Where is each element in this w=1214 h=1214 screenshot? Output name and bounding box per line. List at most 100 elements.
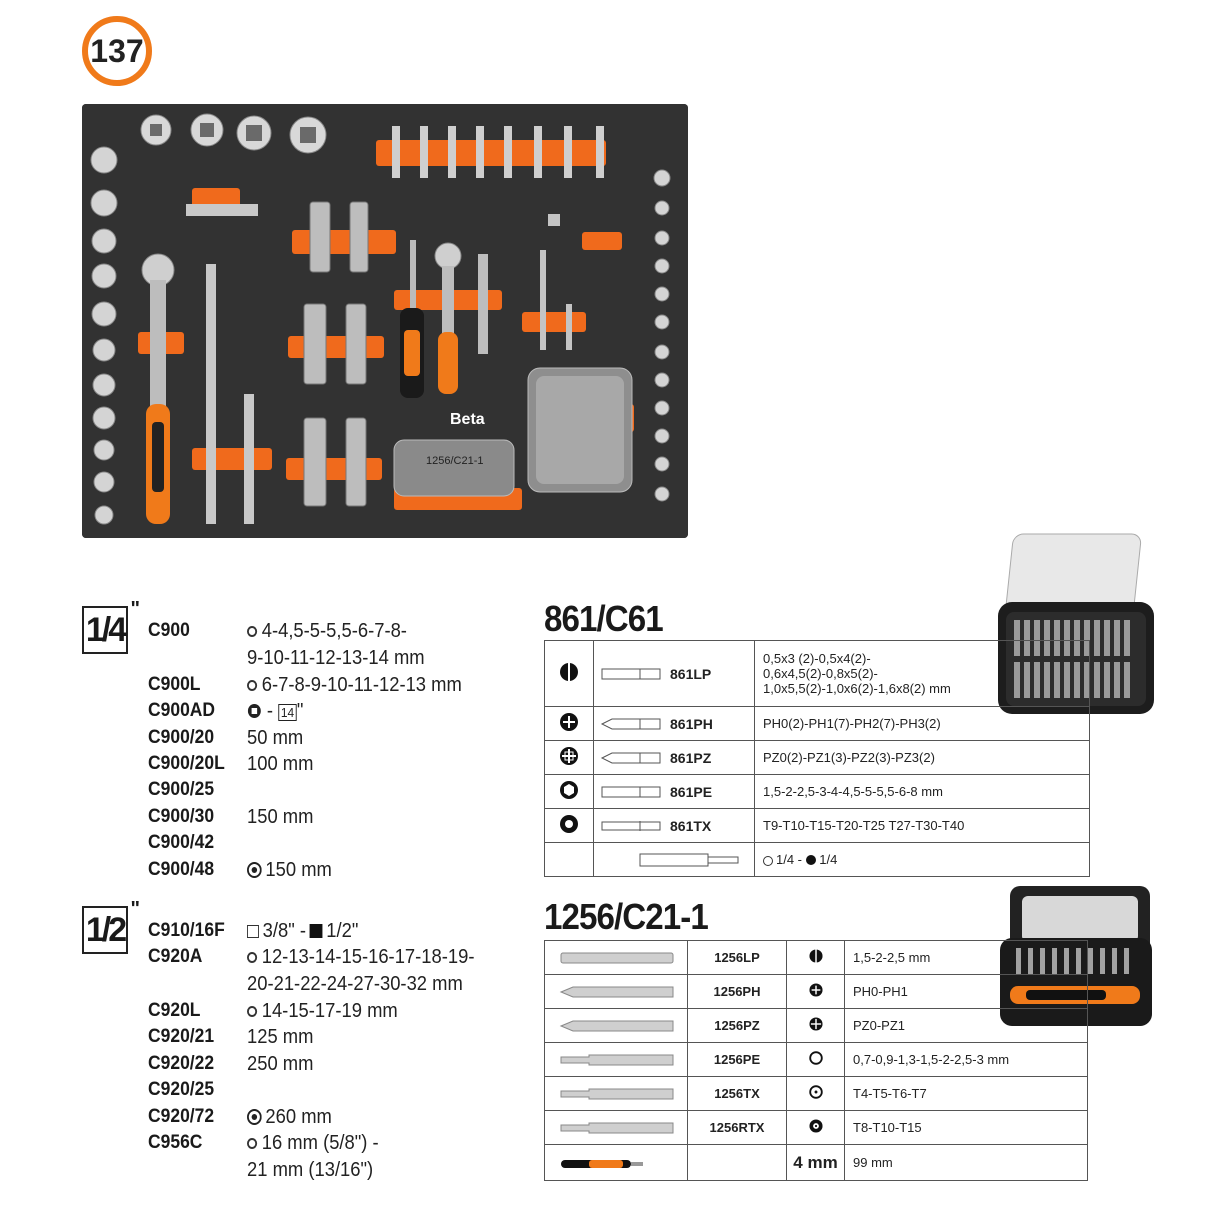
set-861-title: 861/C61 <box>544 598 664 639</box>
hex-icon <box>560 781 578 799</box>
value-c900-20: 50 mm <box>247 727 304 749</box>
right-socket-column <box>653 169 671 502</box>
code-c920-21: C920/21 <box>148 1026 215 1047</box>
square-filled-icon <box>309 924 323 938</box>
code-c920a: C920A <box>148 946 203 967</box>
torx-bit-icon <box>601 820 661 831</box>
code-c910-16f: C910/16F <box>148 920 225 941</box>
code-c900-42: C900/42 <box>148 832 215 853</box>
value-c920-72: 260 mm <box>247 1106 332 1129</box>
code-c900-48: C900/48 <box>148 859 215 880</box>
torx-pin-icon <box>808 1119 823 1133</box>
phillips-icon <box>808 983 823 997</box>
table-row: 861LP 0,5x3 (2)-0,5x4(2)-0,6x4,5(2)-0,8x… <box>544 640 1090 707</box>
table-1256: 1256LP 1,5-2-2,5 mm 1256PH PH0-PH1 1256P… <box>544 940 1088 1181</box>
gear-icon <box>247 862 262 878</box>
value-c956c-line2: 21 mm (13/16") <box>247 1159 374 1181</box>
bit-code: 1256PE <box>687 1042 787 1077</box>
pozidriv-bit-icon <box>600 752 661 763</box>
code-c920l: C920L <box>148 1000 201 1021</box>
value-c900-30: 150 mm <box>247 806 314 828</box>
value-c900-20l: 100 mm <box>247 753 314 775</box>
table-row: 4 mm 99 mm <box>544 1144 1088 1181</box>
bit-code: 1256PZ <box>687 1008 787 1043</box>
table-row: 1256TX T4-T5-T6-T7 <box>544 1076 1088 1111</box>
torx-bit-icon <box>560 1088 674 1099</box>
badge-number: 137 <box>90 32 144 69</box>
flat-bit-icon <box>560 952 674 963</box>
quarter-quote: " <box>130 598 140 620</box>
phillips-bit-icon <box>559 986 674 997</box>
bit-code: 861PZ <box>670 749 712 766</box>
value-c920-22: 250 mm <box>247 1053 314 1075</box>
half-size-label: 1/2 <box>85 910 127 949</box>
bit-holder-icon <box>639 853 739 866</box>
slot-icon <box>560 662 578 682</box>
bit-box-21 <box>393 439 515 497</box>
ratchet-small <box>434 242 488 394</box>
code-c900-20: C900/20 <box>148 727 215 748</box>
bit-code: 1256TX <box>687 1076 787 1111</box>
bit-code: 861LP <box>670 665 712 682</box>
hex-bit-icon <box>560 1054 674 1065</box>
table-row: 861PZ PZ0(2)-PZ1(3)-PZ2(3)-PZ3(2) <box>544 740 1090 775</box>
table-row: 1256LP 1,5-2-2,5 mm <box>544 940 1088 975</box>
socket-ring-icon <box>247 680 258 692</box>
desc-line: 1,0x5,5(2)-1,0x6(2)-1,6x8(2) mm <box>763 681 951 696</box>
pozidriv-icon <box>808 1017 823 1031</box>
code-c900-30: C900/30 <box>148 806 215 827</box>
bit-desc: 1,5-2-2,5 mm <box>844 940 1088 975</box>
quarter-drive-tag: 14 <box>278 704 297 721</box>
torx-pin-bit-icon <box>560 1122 674 1133</box>
desc-line: 0,6x4,5(2)-0,8x5(2)- <box>763 666 878 681</box>
tool-tray: Beta 1256/C21-1 <box>82 104 688 538</box>
socket-ring-icon <box>763 855 773 866</box>
pozidriv-bit-icon <box>559 1020 674 1031</box>
code-c900l: C900L <box>148 674 201 695</box>
value-c910-16f: 3/8" -1/2" <box>247 920 358 943</box>
bit-desc: T4-T5-T6-T7 <box>844 1076 1088 1111</box>
code-c900-20l: C900/20L <box>148 753 225 774</box>
table-row: 1/4 - 1/4 <box>544 842 1090 877</box>
bit-code: 1256PH <box>687 974 787 1009</box>
table-row: 1256RTX T8-T10-T15 <box>544 1110 1088 1145</box>
table-row: 861TX T9-T10-T15-T20-T25 T27-T30-T40 <box>544 808 1090 843</box>
table-row: 1256PH PH0-PH1 <box>544 974 1088 1009</box>
deep-sockets <box>303 201 369 507</box>
bit-code: 1256RTX <box>687 1110 787 1145</box>
ratchet-quarter <box>141 253 175 524</box>
value-c900ad: - 14" <box>247 700 303 723</box>
table-861: 861LP 0,5x3 (2)-0,5x4(2)-0,6x4,5(2)-0,8x… <box>544 640 1090 877</box>
adapter-icon <box>247 704 261 718</box>
code-c956c: C956C <box>148 1132 203 1153</box>
screwdriver <box>400 240 424 398</box>
bit-code: 861PE <box>670 783 713 800</box>
hex-bit-icon <box>601 786 661 797</box>
hex-icon <box>808 1051 823 1065</box>
phillips-bit-icon <box>600 718 661 729</box>
bit-code: 861TX <box>670 817 712 834</box>
page-number-badge: 137 <box>82 16 152 86</box>
socket-ring-icon <box>247 952 258 964</box>
desc-line: 1,5-2-2,5-3-4-4,5-5-5,5-6-8 mm <box>754 774 1090 809</box>
value-c920-21: 125 mm <box>247 1026 314 1048</box>
extension-bars <box>186 204 258 524</box>
socket-ring-icon <box>247 626 258 638</box>
tray-bitbox-label: 1256/C21-1 <box>426 455 484 467</box>
socket-ring-icon <box>247 1006 258 1018</box>
handle-size: 4 mm <box>786 1144 845 1181</box>
value-c900-line2: 9-10-11-12-13-14 mm <box>247 647 425 669</box>
value-c900-48: 150 mm <box>247 859 332 882</box>
desc-line: T9-T10-T15-T20-T25 T27-T30-T40 <box>754 808 1090 843</box>
bit-handle-icon <box>561 1159 643 1168</box>
tray-logo: Beta <box>450 411 485 428</box>
code-c920-72: C920/72 <box>148 1106 215 1127</box>
slot-icon <box>808 948 823 964</box>
pozidriv-icon <box>560 747 578 765</box>
value-c956c: 16 mm (5/8") - <box>247 1132 379 1155</box>
square-outline-icon <box>247 925 259 938</box>
table-row: 1256PZ PZ0-PZ1 <box>544 1008 1088 1043</box>
socket-ring-icon <box>247 1138 258 1150</box>
left-socket-column <box>90 146 118 525</box>
phillips-icon <box>560 713 578 731</box>
